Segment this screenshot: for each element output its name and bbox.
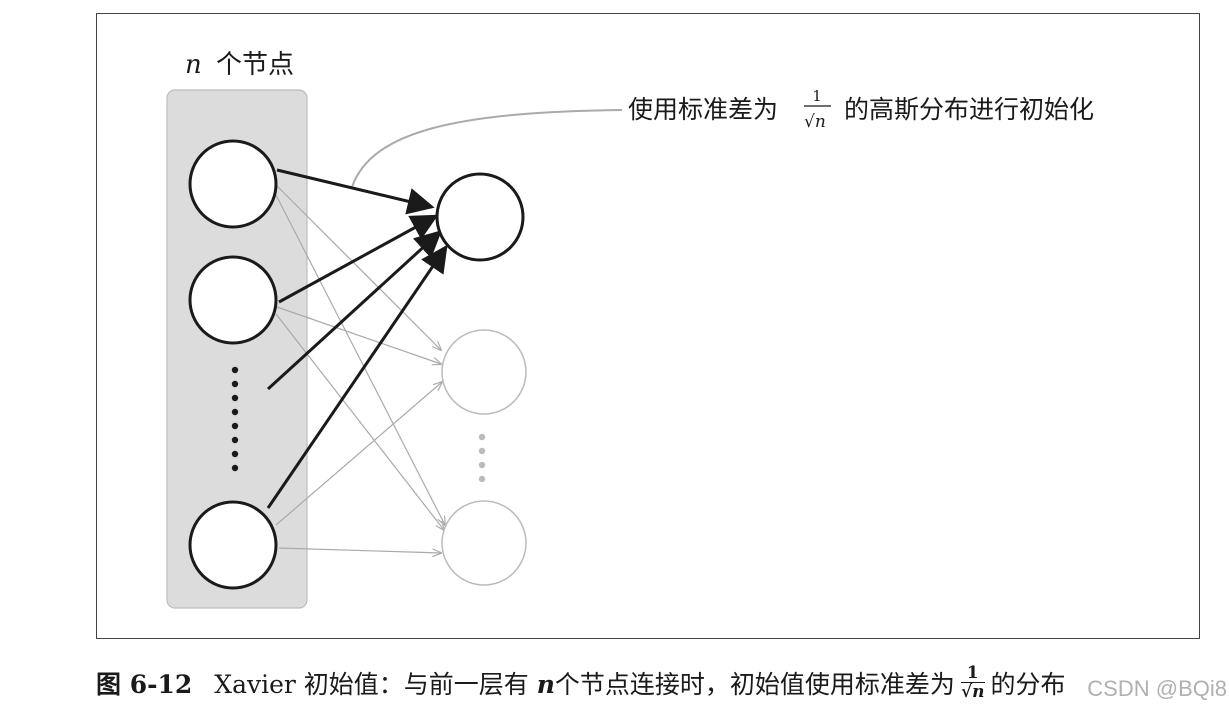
faint-edges [275,184,445,553]
layer-label-var: n [185,50,202,80]
edge-in3-out3 [278,547,441,553]
annotation-frac-den: √n [804,112,826,132]
input-layer-box [166,89,308,609]
caption-text-2: 个节点连接时，初始值使用标准差为 [554,670,955,699]
annotation-frac-var: n [815,112,826,132]
annotation-leader-curve [351,109,623,188]
figure-number: 图 6-12 [96,670,193,699]
caption-frac-var: n [972,682,985,702]
annotation-text-after: 的高斯分布进行初始化 [844,95,1094,124]
caption-text-3: 的分布 [990,670,1066,699]
output-ellipsis [478,433,486,483]
edge-dots-out1 [266,230,442,391]
output-nodes [435,172,527,586]
annotation-frac-root: √ [804,112,815,132]
input-node-2 [188,255,278,345]
caption-frac-den: √n [961,683,985,701]
edge-in1-out3 [275,194,445,525]
edge-in1-out1 [276,168,435,215]
strong-edges [266,168,448,509]
edge-in3-out1 [266,244,448,509]
edge-in2-out1 [278,214,439,304]
input-node-n [188,500,278,590]
edge-in1-out2 [275,184,441,350]
input-ellipsis [231,366,239,472]
output-node-faded-2 [441,500,527,586]
network-diagram: n 个节点 [166,50,1094,609]
input-node-1 [188,139,278,229]
layer-label-text: 个节点 [216,50,294,80]
caption-fraction: 1√n [960,664,985,701]
edge-in2-out3 [275,313,444,530]
output-node-active [435,172,525,262]
annotation: 使用标准差为 1 √n 的高斯分布进行初始化 [628,87,1094,132]
caption-text-1: Xavier 初始值：与前一层有 [214,670,529,699]
caption-frac-root: √ [960,682,973,702]
layer-label: n 个节点 [185,50,294,80]
caption-var: n [536,670,555,699]
annotation-frac-num: 1 [812,87,822,105]
figure-frame [96,13,1200,639]
watermark: CSDN @BQi8 [1087,676,1227,701]
output-node-faded-1 [441,329,527,415]
annotation-text-before: 使用标准差为 [628,95,778,124]
edge-in2-out2 [276,306,441,364]
edge-in3-out2 [275,382,442,526]
caption-frac-num: 1 [960,664,985,683]
input-nodes [188,139,278,590]
